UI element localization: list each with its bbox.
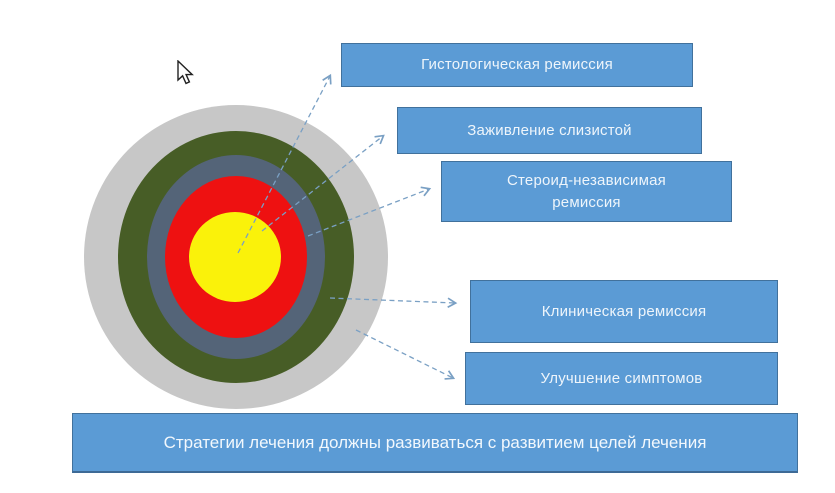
label-box-mucosal-healing: Заживление слизистой [397,107,702,154]
connector-clinical-remission [329,297,458,309]
label-box-clinical-remission: Клиническая ремиссия [470,280,778,343]
label-symptom-improvement: Улучшение симптомов [540,369,703,387]
label-box-histological-remission: Гистологическая ремиссия [341,43,693,87]
label-mucosal-healing: Заживление слизистой [467,121,632,139]
connector-steroid-free-remission [307,186,432,237]
label-histological-remission: Гистологическая ремиссия [421,56,613,74]
banner-text: Стратегии лечения должны развиваться с р… [163,432,707,452]
bottom-banner: Стратегии лечения должны развиваться с р… [72,413,798,473]
label-steroid-free-remission: Стероид-независимая ремиссия [506,171,666,211]
label-box-steroid-free-remission: Стероид-независимая ремиссия [441,161,732,222]
mouse-cursor-icon [177,60,194,85]
connector-symptom-improvement [355,329,456,380]
label-clinical-remission: Клиническая ремиссия [541,302,707,320]
connector-mucosal-healing [261,134,385,232]
connector-histological-remission [237,73,332,254]
label-box-symptom-improvement: Улучшение симптомов [465,352,778,405]
ring-center-histological-remission [189,212,281,302]
